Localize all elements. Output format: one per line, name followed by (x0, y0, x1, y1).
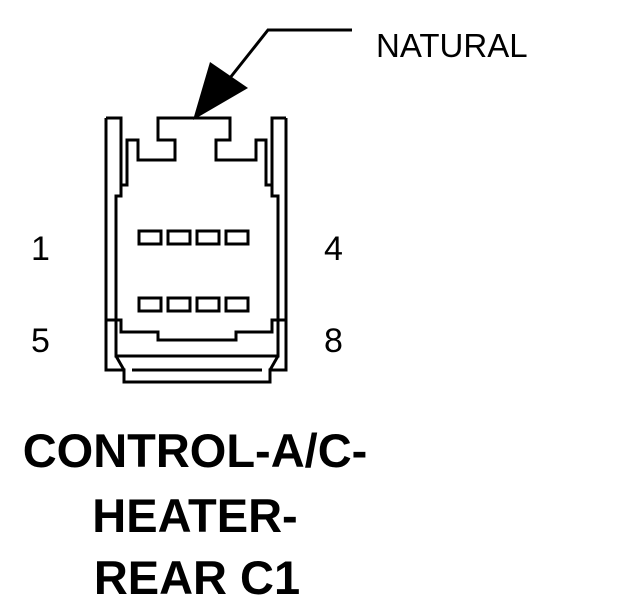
cavity-5 (137, 296, 163, 313)
connector-housing (104, 116, 288, 384)
pin-label-4: 4 (324, 230, 343, 268)
cavity-row-bottom (137, 296, 250, 313)
callout-label: NATURAL (376, 27, 528, 64)
callout-leader (193, 28, 352, 120)
pin-label-5: 5 (31, 322, 50, 360)
pin-label-8: 8 (324, 322, 343, 360)
connector-inner-wall (114, 185, 280, 358)
pin-label-1: 1 (31, 230, 50, 268)
title-line-3: REAR C1 (94, 551, 300, 600)
title-line-2: HEATER- (92, 489, 297, 542)
connector-bottom-rail (106, 318, 286, 342)
connector-outer-body (104, 118, 288, 384)
leader-arrowhead (193, 62, 248, 120)
connector-inner-left-edge (114, 355, 126, 371)
leader-line (220, 28, 352, 89)
cavity-3 (195, 229, 221, 246)
cavity-8 (224, 296, 250, 313)
cavity-row-top (137, 229, 250, 246)
title-line-1: CONTROL-A/C- (23, 424, 368, 477)
connector-inner-right-edge (268, 355, 280, 371)
connector-top-profile (106, 116, 286, 187)
cavity-4 (224, 229, 250, 246)
cavity-7 (195, 296, 221, 313)
cavity-6 (166, 296, 192, 313)
cavity-2 (166, 229, 192, 246)
cavity-1 (137, 229, 163, 246)
